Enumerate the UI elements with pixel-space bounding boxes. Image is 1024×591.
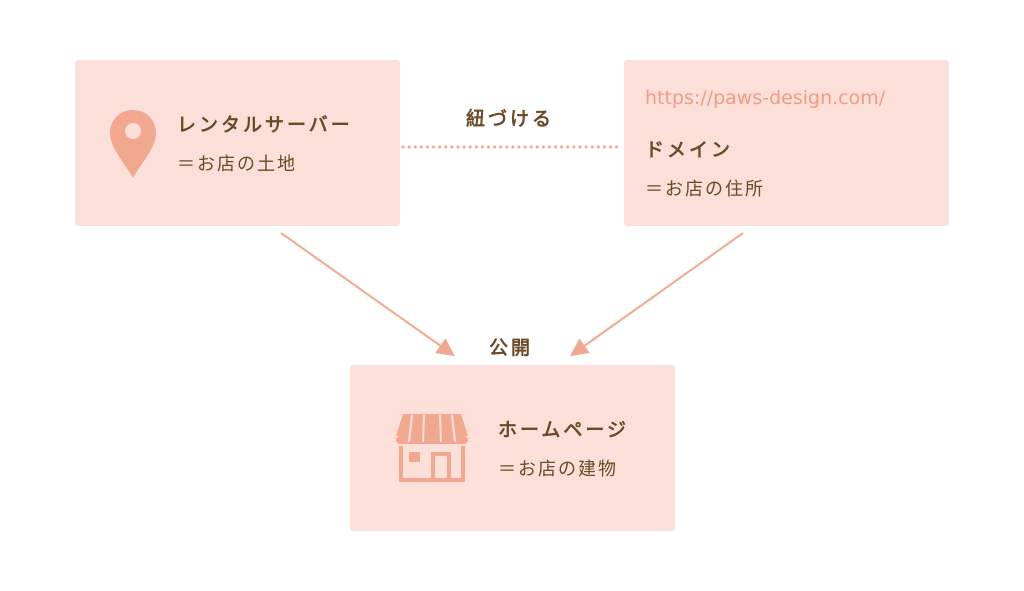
storefront-icon <box>396 414 468 482</box>
domain-url[interactable]: https://paws-design.com/ <box>645 87 886 109</box>
server-to-homepage-arrow <box>280 232 455 357</box>
map-pin-icon <box>110 110 156 178</box>
homepage-title: ホームページ <box>498 419 630 441</box>
domain-title: ドメイン <box>645 139 734 161</box>
homepage-subtitle: ＝お店の建物 <box>498 459 618 480</box>
domain-to-homepage-arrow <box>570 232 744 357</box>
publish-label: 公開 <box>489 337 534 359</box>
link-label: 紐づける <box>466 108 555 130</box>
server-title: レンタルサーバー <box>177 114 353 136</box>
domain-box: https://paws-design.com/ ドメイン ＝お店の住所 <box>624 60 949 226</box>
homepage-box: ホームページ ＝お店の建物 <box>350 365 675 531</box>
rental-server-box: レンタルサーバー ＝お店の土地 <box>75 60 400 226</box>
server-subtitle: ＝お店の土地 <box>177 154 297 175</box>
domain-subtitle: ＝お店の住所 <box>645 179 765 200</box>
